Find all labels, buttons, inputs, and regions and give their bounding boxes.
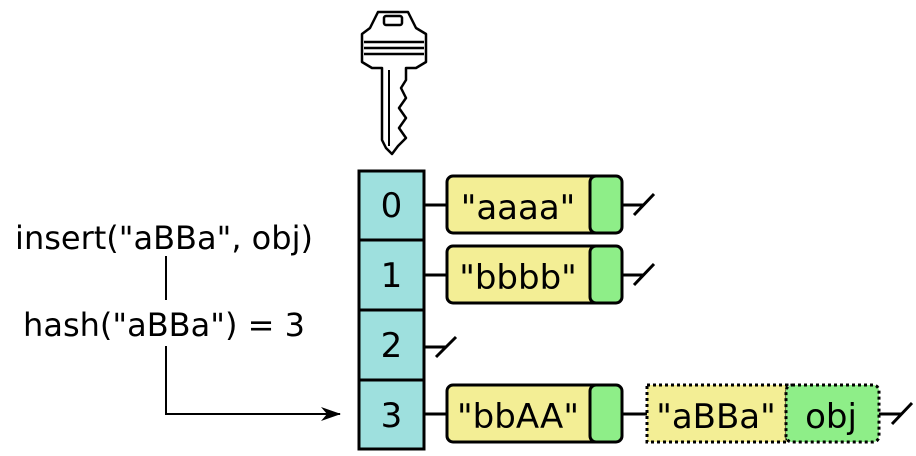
chain-bucket-3: "bbAA" "aBBa" obj [424,383,914,444]
bucket-1: 1 [357,238,426,312]
null-terminator [890,401,914,426]
chain-bucket-2 [424,335,458,359]
chain-bucket-0: "aaaa" [424,174,656,235]
new-list-node: "aBBa" obj [645,383,881,444]
list-node: "bbbb" [445,244,624,305]
insert-call-label: insert("aBBa", obj) [15,219,313,257]
bucket-0: 0 [357,169,426,242]
bucket-3: 3 [357,378,426,451]
node-key: "bbAA" [457,397,579,437]
bucket-index-3: 3 [381,396,403,436]
bucket-index-0: 0 [381,186,403,226]
node-key: "bbbb" [459,258,577,298]
new-node-key: "aBBa" [656,397,776,437]
bucket-index-2: 2 [381,326,403,366]
hash-result-label: hash("aBBa") = 3 [23,306,305,344]
null-terminator [434,335,458,359]
bucket-index-1: 1 [381,256,403,296]
bucket-array: 0 1 2 3 [357,169,426,451]
list-node: "aaaa" [445,174,624,235]
null-terminator [632,192,656,217]
key-icon [360,10,428,156]
null-terminator [632,262,656,287]
chain-bucket-1: "bbbb" [424,244,656,305]
node-key: "aaaa" [461,188,576,228]
list-node: "bbAA" [445,383,624,444]
new-node-value: obj [805,397,857,437]
insert-arrow [165,346,341,421]
bucket-2: 2 [357,308,426,382]
